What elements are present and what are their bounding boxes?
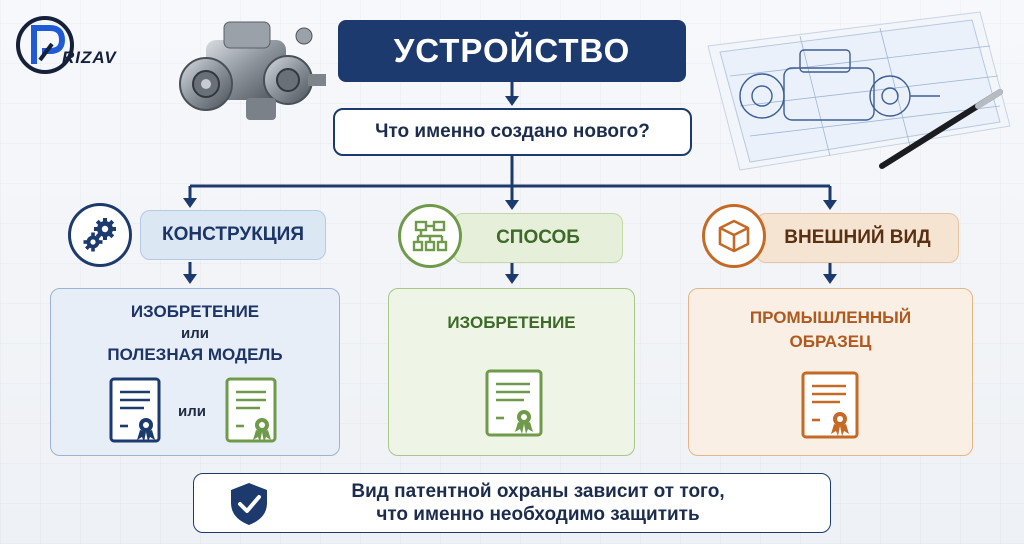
note-line-2: что именно необходимо защитить xyxy=(376,504,700,525)
patent-document-icon xyxy=(484,368,544,438)
patent-document-icon xyxy=(108,376,168,446)
category-appearance: ВНЕШНИЙ ВИД xyxy=(756,213,959,263)
flowchart-icon xyxy=(398,204,462,268)
note-text: Вид патентной охраны зависит от того, чт… xyxy=(268,480,808,526)
note-box xyxy=(193,473,831,533)
note-line-1: Вид патентной охраны зависит от того, xyxy=(351,481,725,502)
logo-emblem-icon xyxy=(16,16,74,74)
result-or-label: или xyxy=(181,325,209,342)
engine-illustration xyxy=(176,10,328,138)
question-box: Что именно создано нового? xyxy=(333,108,692,156)
result-industrial-label: ПРОМЫШЛЕННЫЙ xyxy=(749,308,912,327)
result-invention-label: ИЗОБРЕТЕНИЕ xyxy=(130,302,260,321)
design-document-icon xyxy=(800,370,860,440)
documents-or-label: или xyxy=(178,403,206,420)
result-design-label: ОБРАЗЕЦ xyxy=(789,332,872,351)
page-title: УСТРОЙСТВО xyxy=(338,20,686,82)
category-construction: КОНСТРУКЦИЯ xyxy=(140,210,326,260)
logo-text: RIZAV xyxy=(62,48,117,67)
blueprint-illustration xyxy=(700,6,1018,174)
result-utility-model-label: ПОЛЕЗНАЯ МОДЕЛЬ xyxy=(107,345,283,364)
result-invention-label: ИЗОБРЕТЕНИЕ xyxy=(447,313,576,332)
gears-icon xyxy=(68,203,132,267)
logo: RIZAV xyxy=(16,14,156,76)
result-box-construction xyxy=(50,288,340,456)
shield-check-icon xyxy=(228,481,270,527)
cube-icon xyxy=(702,204,766,268)
utility-model-document-icon xyxy=(224,376,284,446)
category-method: СПОСОБ xyxy=(453,213,623,263)
